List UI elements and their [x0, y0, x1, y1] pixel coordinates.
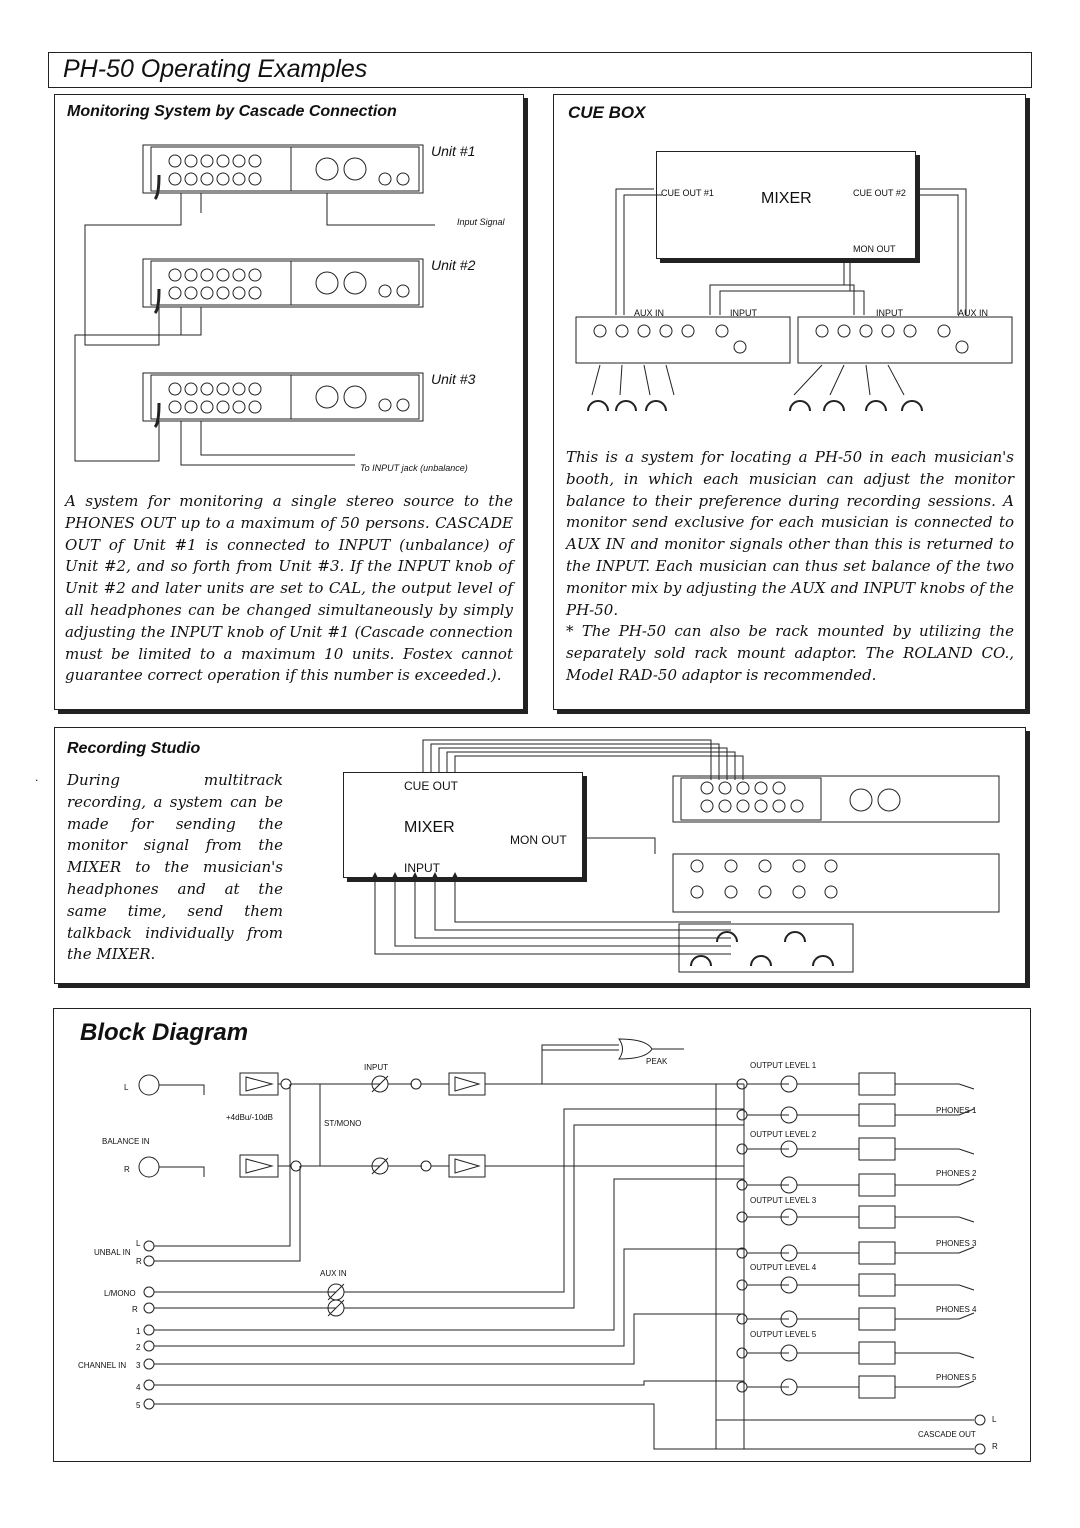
title-box: PH-50 Operating Examples [48, 52, 1032, 88]
recording-mixer: CUE OUT MIXER MON OUT INPUT [343, 772, 583, 878]
bd-st-mono-label: ST/MONO [324, 1119, 362, 1128]
bd-cascade-l-label: L [992, 1415, 997, 1424]
bd-ph3-label: PHONES 3 [936, 1239, 977, 1248]
unit3-label: Unit #3 [431, 371, 476, 387]
block-schematic [138, 1038, 986, 1455]
bd-channel-in-label: CHANNEL IN [78, 1361, 127, 1370]
input-right-label: INPUT [876, 308, 903, 318]
bd-ph2-label: PHONES 2 [936, 1169, 977, 1178]
bd-out2-label: OUTPUT LEVEL 2 [750, 1130, 817, 1139]
bd-ch2-label: 2 [136, 1343, 141, 1352]
bd-unbal-in-label: UNBAL IN [94, 1248, 131, 1257]
input-signal-label: Input Signal [457, 217, 505, 227]
bd-unbal-r-label: R [136, 1257, 142, 1266]
bd-ph1-label: PHONES 1 [936, 1106, 977, 1115]
bd-out3-label: OUTPUT LEVEL 3 [750, 1196, 817, 1205]
bd-ph4-label: PHONES 4 [936, 1305, 977, 1314]
cascade-diagram [74, 144, 435, 466]
bd-ch1-label: 1 [136, 1327, 141, 1336]
bd-l-mono-label: L/MONO [104, 1289, 136, 1298]
unit2-label: Unit #2 [431, 257, 476, 273]
cuebox-panel: CUE BOX CUE OUT #1 MIXER CUE OUT #2 MON … [553, 94, 1026, 710]
recording-diagram [371, 739, 1000, 973]
bd-cascade-r-label: R [992, 1442, 998, 1451]
bd-ch3-label: 3 [136, 1361, 141, 1370]
bd-level-label: +4dBu/-10dB [226, 1113, 273, 1122]
bd-ph5-label: PHONES 5 [936, 1373, 977, 1382]
bd-balance-in-label: BALANCE IN [102, 1137, 150, 1146]
cuebox-body: This is a system for locating a PH-50 in… [566, 448, 1014, 619]
bd-l-label: L [124, 1083, 129, 1092]
bd-out1-label: OUTPUT LEVEL 1 [750, 1061, 817, 1070]
cuebox-diagram [575, 188, 1013, 412]
unit1-jacks [168, 154, 410, 186]
bd-r-label: R [124, 1165, 130, 1174]
recording-heading: Recording Studio [67, 740, 201, 757]
bd-peak-label: PEAK [646, 1057, 668, 1066]
page-title: PH-50 Operating Examples [63, 55, 368, 83]
bd-cascade-out-label: CASCADE OUT [918, 1430, 976, 1439]
recording-body: During multitrack recording, a system ca… [67, 771, 283, 964]
aux-in-right-label: AUX IN [958, 308, 989, 318]
cuebox-heading: CUE BOX [568, 103, 646, 122]
cue-out-2-label: CUE OUT #2 [853, 188, 906, 198]
cascade-panel: Monitoring System by Cascade Connection … [54, 94, 524, 710]
cascade-heading: Monitoring System by Cascade Connection [67, 103, 397, 120]
block-diagram-panel: Block Diagram PEAK INPUT ST/MONO +4dBu/-… [53, 1008, 1031, 1462]
recording-panel: Recording Studio During multitrack recor… [54, 727, 1026, 984]
rec-input-label: INPUT [404, 861, 440, 875]
rec-mon-out-label: MON OUT [510, 833, 567, 847]
mon-out-label: MON OUT [853, 244, 896, 254]
stray-dot: . [35, 770, 39, 784]
input-left-label: INPUT [730, 308, 757, 318]
cuebox-note: * The PH-50 can also be rack mounted by … [566, 622, 1014, 684]
bd-unbal-l-label: L [136, 1239, 141, 1248]
bd-ch5-label: 5 [136, 1401, 141, 1410]
bd-input-label: INPUT [364, 1063, 388, 1072]
cuebox-mixer-label: MIXER [761, 190, 812, 207]
bd-aux-in-label: AUX IN [320, 1269, 347, 1278]
bd-aux-r-label: R [132, 1305, 138, 1314]
aux-in-left-label: AUX IN [634, 308, 665, 318]
to-input-label: To INPUT jack (unbalance) [360, 463, 468, 473]
cuebox-mixer: CUE OUT #1 MIXER CUE OUT #2 MON OUT [656, 151, 916, 259]
rec-cue-out-label: CUE OUT [404, 779, 458, 793]
unit1-label: Unit #1 [431, 143, 476, 159]
block-heading: Block Diagram [80, 1019, 249, 1046]
rec-mixer-label: MIXER [404, 819, 455, 836]
bd-ch4-label: 4 [136, 1383, 141, 1392]
cue-out-1-label: CUE OUT #1 [661, 188, 714, 198]
bd-out4-label: OUTPUT LEVEL 4 [750, 1263, 817, 1272]
cascade-body: A system for monitoring a single stereo … [65, 492, 513, 685]
bd-out5-label: OUTPUT LEVEL 5 [750, 1330, 817, 1339]
